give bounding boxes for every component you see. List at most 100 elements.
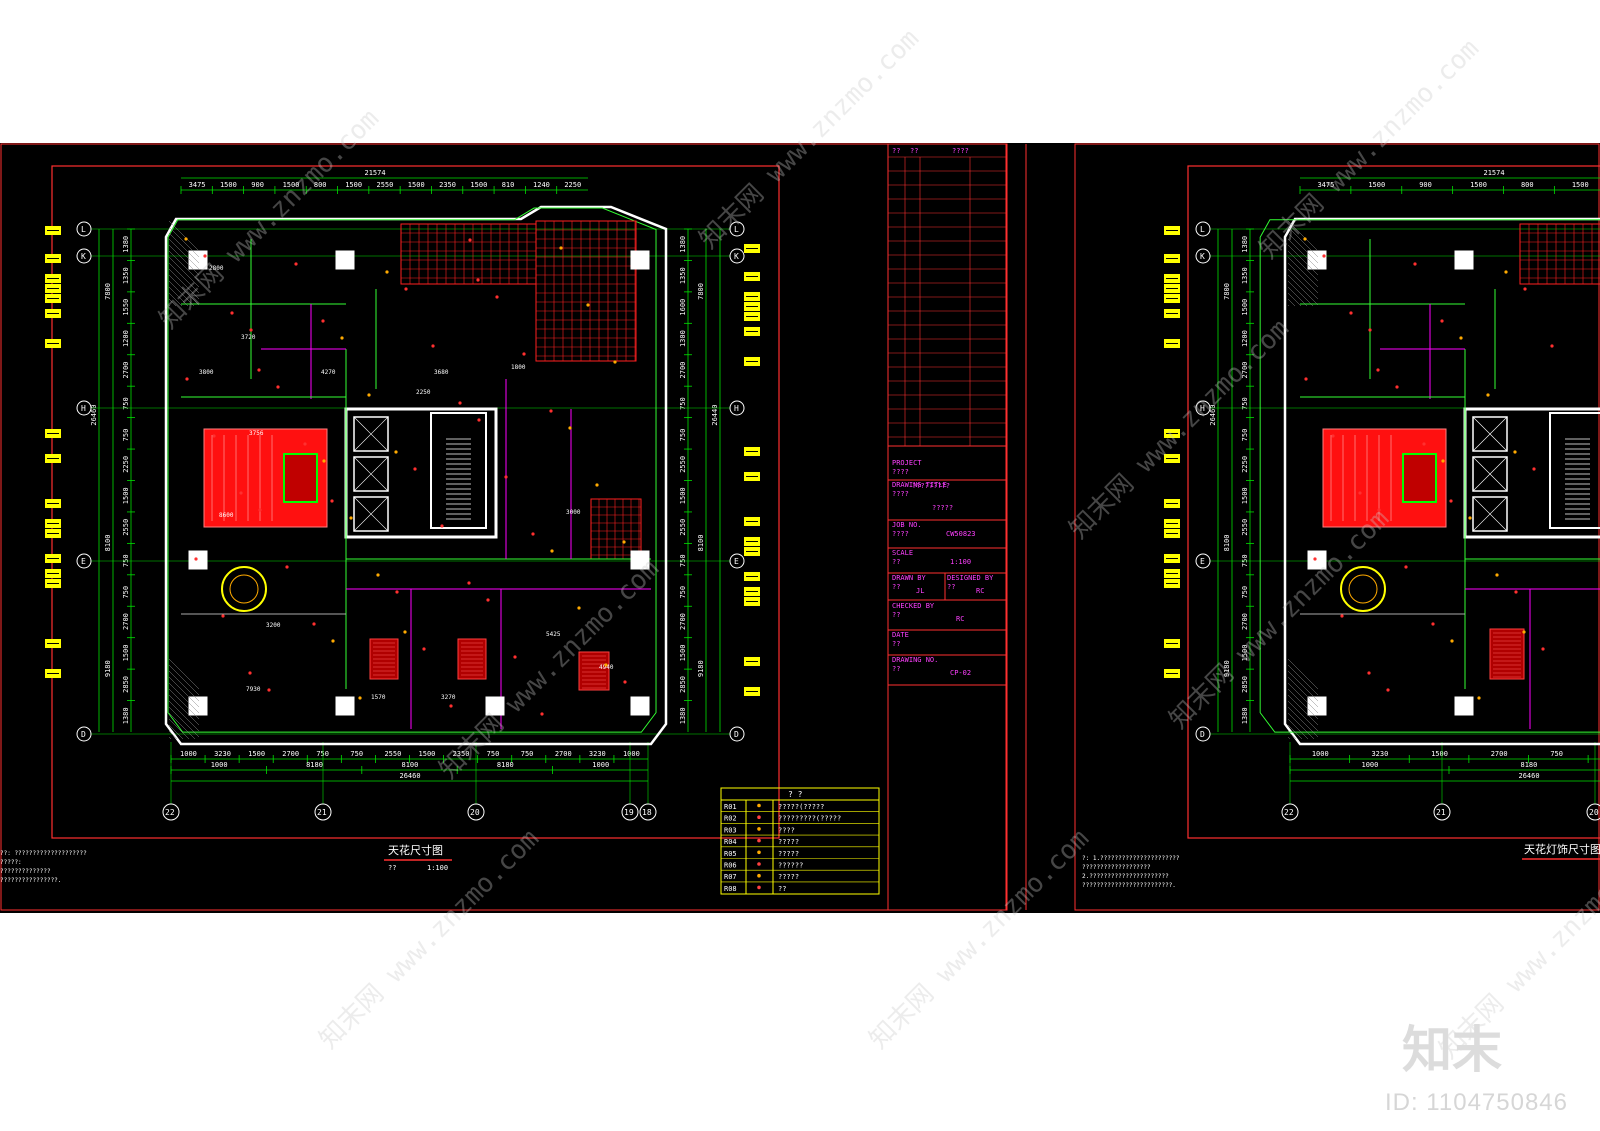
bottom-dim-label: 1000 [1312,750,1329,758]
left-dim-label: 750 [1241,429,1249,442]
drawn-by-value: JL [916,587,924,595]
top-total-dim: 21574 [1484,169,1505,177]
checked-by-value: RC [956,615,964,623]
hatch-line [168,226,200,258]
hatch-line [168,268,200,300]
grid-row-label: H [81,404,86,413]
top-dim-label: 800 [1521,181,1534,189]
light-fixture-dot [230,311,234,315]
bottom-dim-label: 1000 [180,750,197,758]
left-sub-dim-label: 8100 [1223,535,1231,552]
grid-col-label: 20 [1589,808,1599,817]
hatch-line [168,658,200,690]
grid-col-label: 22 [1284,808,1294,817]
hatch-line [1287,250,1319,282]
top-dim-label: 1500 [408,181,425,189]
bottom-dim-label: 3230 [589,750,606,758]
hatch-line [168,286,189,307]
bottom-dim-label: 2550 [384,750,401,758]
light-fixture-dot [203,254,207,258]
light-fixture-dot [321,319,325,323]
light-fixture-dot [303,442,307,446]
light-fixture-dot [1386,688,1390,692]
structural-column [1454,250,1474,270]
light-fixture-dot [477,418,481,422]
legend-title: ? ? [788,790,803,799]
light-fixture-dot [449,704,453,708]
grid-bubble [76,553,92,569]
hatch-line [168,682,200,714]
grid-bubble [76,248,92,264]
title-block-header-a: ?? [892,147,900,155]
hatch-line [1287,664,1319,696]
note-line: ??: ???????????????????? [0,850,87,857]
room-dimension-label: 2250 [416,389,431,396]
light-fixture-dot [403,630,407,634]
hatch-line [1287,694,1319,726]
bottom-dim-label: 1000 [623,750,640,758]
light-fixture-dot [1449,499,1453,503]
room-dimension-label: 5425 [546,631,561,638]
elevator-x [353,456,389,492]
job-no-sub: ???? [892,530,909,538]
left-dim-label: 1380 [122,236,130,253]
elevator-shaft [1472,416,1508,452]
scale-value: 1:100 [950,558,971,566]
grid-bubble [467,803,485,821]
grid-row-label: L [1200,225,1205,234]
light-fixture-dot [495,295,499,299]
grid-col-label: 21 [1436,808,1446,817]
light-fixture-dot [358,696,362,700]
light-fixture-dot [431,344,435,348]
grid-bubble [314,803,332,821]
grid-bubble [1195,553,1211,569]
light-fixture-dot [440,524,444,528]
light-fixture-dot [522,352,526,356]
hatch-line [168,670,200,702]
light-fixture-dot [1514,590,1518,594]
room-dimension-label: 3800 [199,369,214,376]
light-fixture-dot [349,516,353,520]
left-dim-label: 750 [122,429,130,442]
top-dim-label: 800 [314,181,327,189]
light-fixture-dot [376,573,380,577]
light-fixture-dot [595,483,599,487]
light-fixture-dot [221,614,225,618]
right-dim-label: 750 [679,429,687,442]
bottom-dim-label: 750 [521,750,534,758]
elevator-x [353,496,389,532]
light-fixture-dot [1440,319,1444,323]
grid-bubble [162,803,180,821]
light-fixture-dot [540,712,544,716]
legend-description: ?????(????? [778,803,824,811]
light-fixture-dot [1522,630,1526,634]
light-fixture-dot [1377,508,1381,512]
light-fixture-dot [1322,254,1326,258]
legend-code: R03 [724,826,737,834]
room-dimension-label: 1800 [511,364,526,371]
hatch-line [168,724,184,740]
light-fixture-dot [185,377,189,381]
sheet-1: ?? ?? ???? PROJECT ???? ????????? DRAWIN… [0,143,1027,911]
light-fixture-dot [194,557,198,561]
right-dim-label: 1380 [679,236,687,253]
left-dim-label: 1500 [1241,645,1249,662]
light-fixture-dot [1413,262,1417,266]
light-fixture-dot [504,475,508,479]
designed-by-value: RC [976,587,984,595]
grid-bubble [1195,248,1211,264]
structural-column [630,696,650,716]
structural-column [630,550,650,570]
light-fixture-dot [1550,344,1554,348]
light-fixture-dot [568,426,572,430]
structural-column [335,250,355,270]
grid-row-label: L [81,225,86,234]
room-dimension-label: 8600 [219,512,234,519]
left-dim-label: 1500 [122,645,130,662]
hatch-line [168,256,200,288]
note-line: ??????????????????? [1082,864,1151,871]
room-dimension-label: 1570 [371,694,386,701]
hatch-line [1287,292,1302,307]
grid-col-label: 22 [165,808,175,817]
